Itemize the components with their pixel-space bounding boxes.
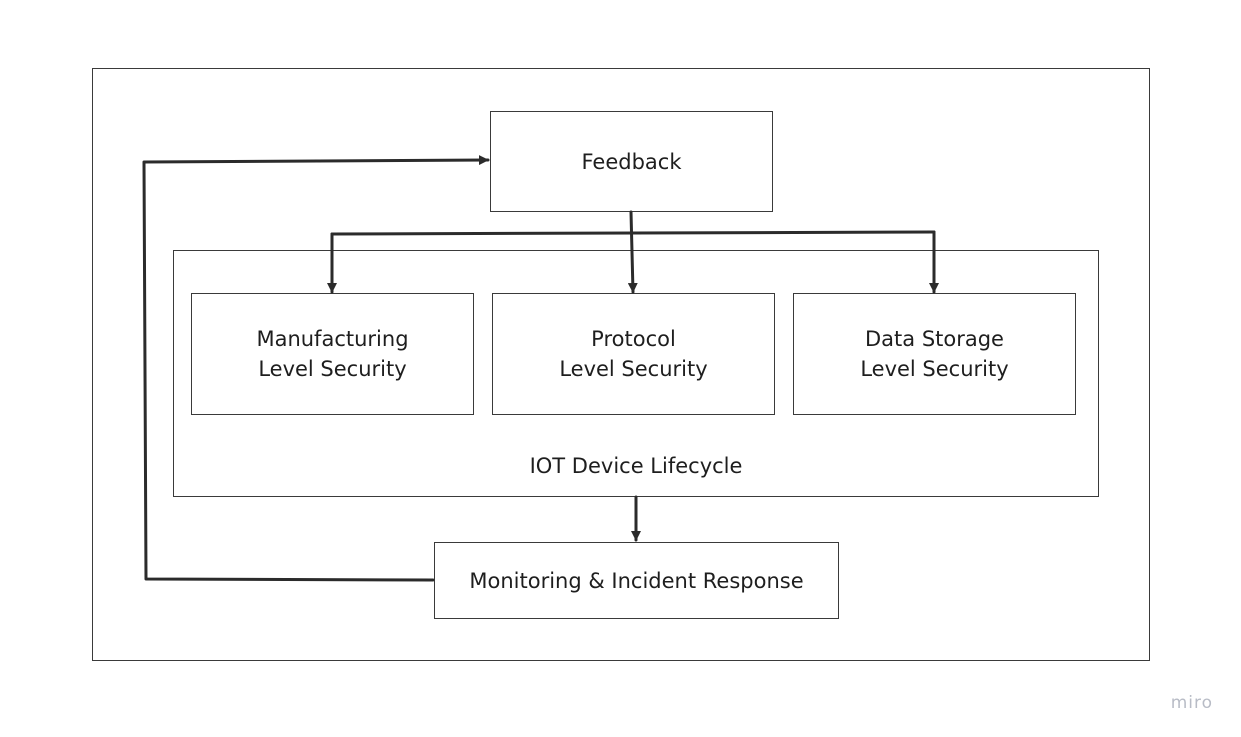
data-storage-security-line2: Level Security: [860, 357, 1009, 381]
manufacturing-security-node[interactable]: Manufacturing Level Security: [191, 293, 474, 415]
manufacturing-security-label: Manufacturing Level Security: [192, 294, 473, 414]
protocol-security-line2: Level Security: [559, 357, 708, 381]
feedback-label: Feedback: [581, 149, 682, 174]
iot-lifecycle-label: IOT Device Lifecycle: [529, 454, 743, 478]
data-storage-security-node[interactable]: Data Storage Level Security: [793, 293, 1076, 415]
data-storage-security-line1: Data Storage: [865, 327, 1004, 351]
data-storage-security-label: Data Storage Level Security: [794, 294, 1075, 414]
monitoring-incident-response-label: Monitoring & Incident Response: [469, 568, 804, 593]
manufacturing-security-line2: Level Security: [258, 357, 407, 381]
protocol-security-line1: Protocol: [591, 327, 676, 351]
miro-watermark: miro: [1170, 693, 1213, 713]
protocol-security-node[interactable]: Protocol Level Security: [492, 293, 775, 415]
protocol-security-label: Protocol Level Security: [493, 294, 774, 414]
manufacturing-security-line1: Manufacturing: [256, 327, 409, 351]
monitoring-incident-response-node[interactable]: Monitoring & Incident Response: [434, 542, 839, 619]
feedback-node[interactable]: Feedback: [490, 111, 773, 212]
